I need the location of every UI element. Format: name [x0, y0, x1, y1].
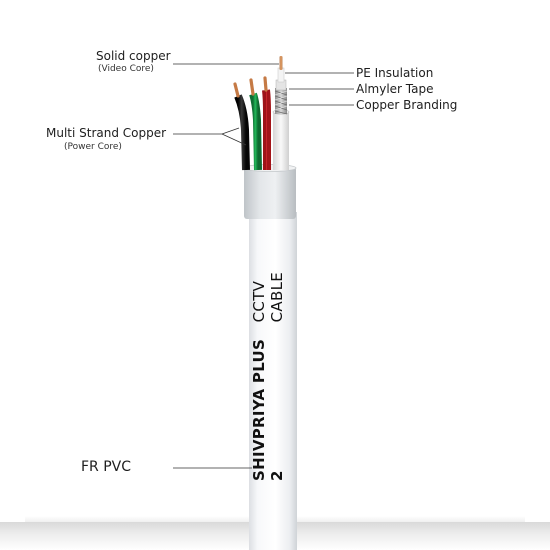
label-solid-copper: Solid copper: [96, 49, 171, 63]
copper-braid: [274, 88, 288, 115]
label-fr-pvc: FR PVC: [81, 459, 132, 475]
cable-print: SHIVPRIYA PLUS 2 CCTV CABLE: [250, 235, 286, 481]
label-multi-strand-copper: Multi Strand Copper: [46, 126, 167, 140]
label-pe-insulation: PE Insulation: [356, 66, 434, 80]
red-wire: [262, 76, 271, 170]
cable-type-text: CCTV CABLE: [250, 271, 286, 323]
label-almyler-tape: Almyler Tape: [356, 82, 434, 96]
solid-copper-conductor: [279, 56, 283, 70]
black-wire: [233, 82, 250, 171]
green-wire: [249, 78, 262, 171]
outer-sheath: [249, 212, 297, 550]
label-power-core: (Power Core): [64, 142, 122, 152]
cable-brand-text: SHIVPRIYA PLUS 2: [250, 338, 286, 481]
pe-core: [277, 67, 285, 83]
pe-insulation-tube: [273, 112, 289, 170]
label-copper-branding: Copper Branding: [356, 98, 458, 112]
leader-lines: [173, 63, 354, 469]
jacket-band: [244, 167, 296, 219]
label-video-core: (Video Core): [98, 64, 154, 74]
